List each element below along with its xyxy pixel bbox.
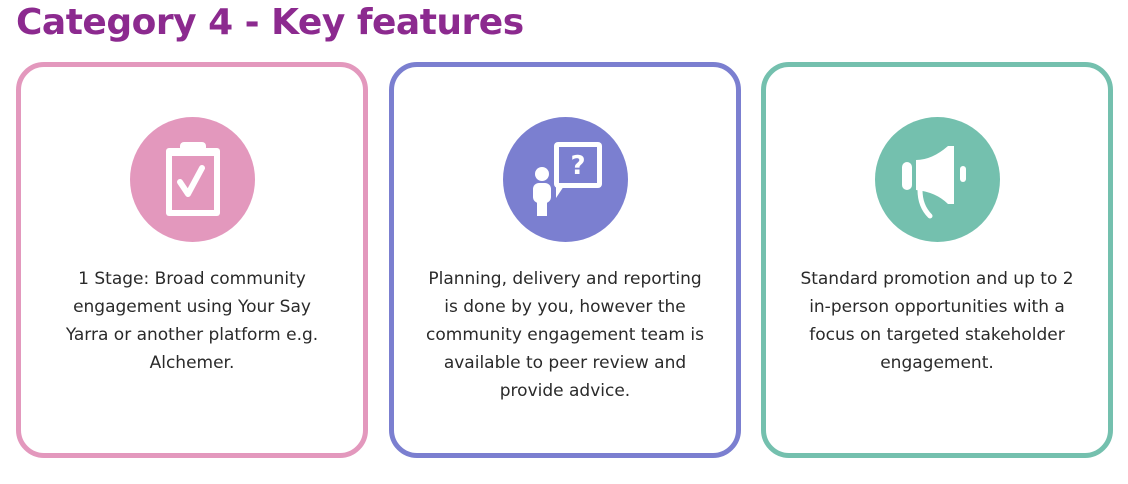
- feature-card-promotion: Standard promotion and up to 2 in-person…: [761, 62, 1113, 458]
- clipboard-check-icon: [165, 141, 220, 216]
- svg-text:?: ?: [570, 151, 585, 181]
- icon-circle: [130, 117, 255, 242]
- page-title: Category 4 - Key features: [16, 2, 524, 43]
- feature-card-engagement: 1 Stage: Broad community engagement usin…: [16, 62, 368, 458]
- feature-description: 1 Stage: Broad community engagement usin…: [65, 269, 319, 373]
- feature-description: Standard promotion and up to 2 in-person…: [800, 269, 1074, 373]
- person-question-icon: ?: [532, 141, 602, 216]
- feature-card-planning: ? Planning, delivery and reporting is do…: [389, 62, 741, 458]
- feature-description: Planning, delivery and reporting is done…: [426, 269, 704, 401]
- icon-circle: ?: [503, 117, 628, 242]
- megaphone-icon: [901, 145, 966, 218]
- icon-circle: [875, 117, 1000, 242]
